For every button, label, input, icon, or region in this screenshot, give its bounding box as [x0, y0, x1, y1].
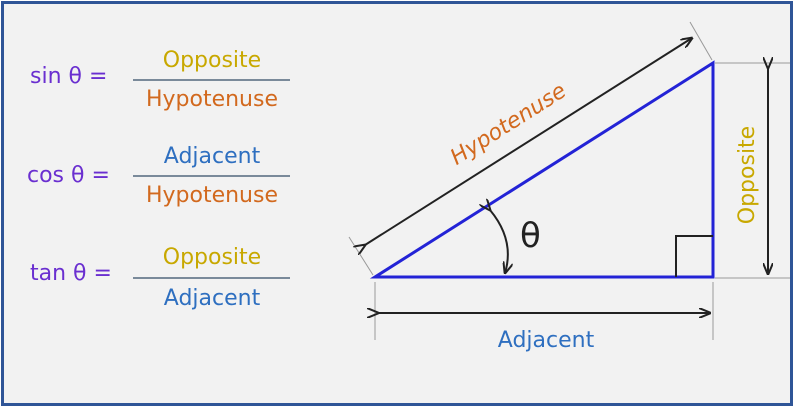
- angle-arc: [490, 210, 508, 273]
- hyp-witness-left: [348, 236, 374, 276]
- adjacent-label: Adjacent: [498, 328, 595, 353]
- theta-label: θ: [520, 216, 541, 256]
- tan-denominator: Adjacent: [164, 286, 261, 311]
- sin-denominator: Hypotenuse: [146, 87, 278, 112]
- hypotenuse-arrow: [365, 38, 692, 245]
- sin-numerator: Opposite: [163, 48, 261, 73]
- hypotenuse-label: Hypotenuse: [446, 79, 571, 171]
- cos-numerator: Adjacent: [164, 144, 261, 169]
- right-angle-marker: [675, 235, 713, 277]
- cos-denominator: Hypotenuse: [146, 183, 278, 208]
- tan-numerator: Opposite: [163, 245, 261, 270]
- sin-label: sin θ =: [30, 64, 107, 89]
- opposite-label: Opposite: [735, 126, 760, 224]
- tan-label: tan θ =: [30, 261, 112, 286]
- cos-label: cos θ =: [27, 163, 110, 188]
- hyp-witness-right: [689, 21, 713, 61]
